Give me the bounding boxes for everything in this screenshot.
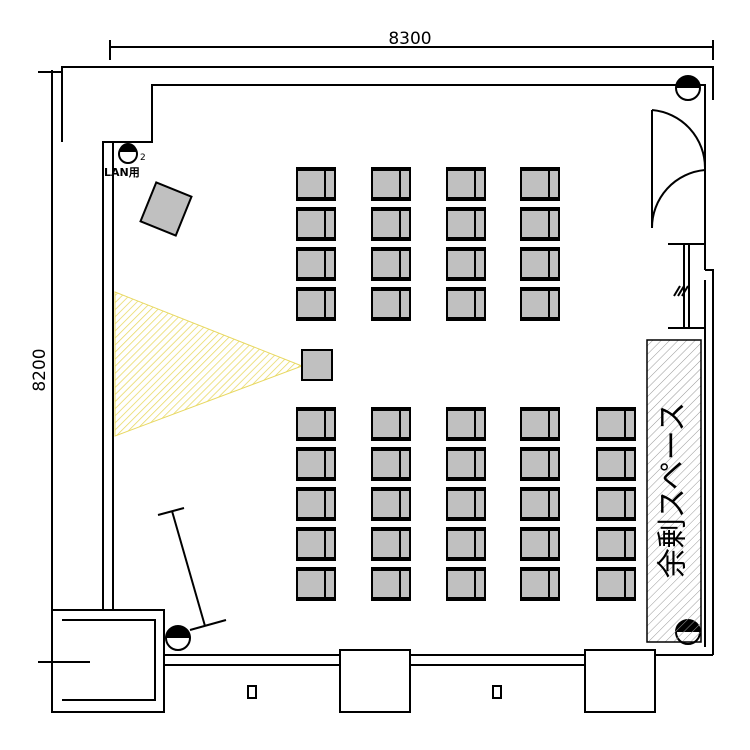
chair <box>371 527 411 561</box>
chair <box>371 167 411 201</box>
dimension-height: 8200 <box>30 70 90 665</box>
chair <box>520 167 560 201</box>
chair <box>371 567 411 601</box>
chair <box>596 527 636 561</box>
chair <box>520 527 560 561</box>
lan-label: LAN用 <box>104 166 140 179</box>
chair <box>446 567 486 601</box>
chair <box>520 487 560 521</box>
chair <box>296 207 336 241</box>
chair <box>596 487 636 521</box>
seating <box>296 167 636 601</box>
dimension-width: 8300 <box>109 29 714 60</box>
chair <box>520 407 560 441</box>
projection-area <box>114 291 304 437</box>
chair <box>446 287 486 321</box>
walls <box>51 66 714 713</box>
lan-number: 2 <box>140 153 146 163</box>
chair <box>446 207 486 241</box>
chair <box>596 567 636 601</box>
chair <box>446 447 486 481</box>
chair <box>596 447 636 481</box>
chair <box>296 447 336 481</box>
lectern <box>139 181 193 237</box>
camera-icon <box>165 625 191 651</box>
chair <box>371 287 411 321</box>
chair <box>446 407 486 441</box>
chair <box>296 247 336 281</box>
camera-icon <box>675 75 701 101</box>
projection-screen <box>157 507 227 631</box>
partition-rack <box>668 243 704 329</box>
chair <box>296 487 336 521</box>
chair <box>371 207 411 241</box>
chair <box>296 287 336 321</box>
height-label: 8200 <box>30 348 50 391</box>
chair <box>371 407 411 441</box>
chair <box>371 247 411 281</box>
chair <box>296 167 336 201</box>
chair <box>520 207 560 241</box>
chair <box>520 567 560 601</box>
spare-space: 余剰スペース <box>646 339 702 643</box>
chair <box>296 567 336 601</box>
chair <box>520 247 560 281</box>
projector <box>301 349 333 381</box>
chair <box>520 287 560 321</box>
chair <box>446 527 486 561</box>
chair <box>296 527 336 561</box>
chair <box>446 247 486 281</box>
chair <box>371 447 411 481</box>
spare-space-label: 余剰スペース <box>656 402 691 578</box>
chair <box>296 407 336 441</box>
chair <box>520 447 560 481</box>
chair <box>596 407 636 441</box>
entrance-door <box>650 100 707 270</box>
width-label: 8300 <box>388 29 431 49</box>
chair <box>446 487 486 521</box>
chair <box>446 167 486 201</box>
lan-port-icon: 2 LAN用 <box>104 143 146 179</box>
chair <box>371 487 411 521</box>
